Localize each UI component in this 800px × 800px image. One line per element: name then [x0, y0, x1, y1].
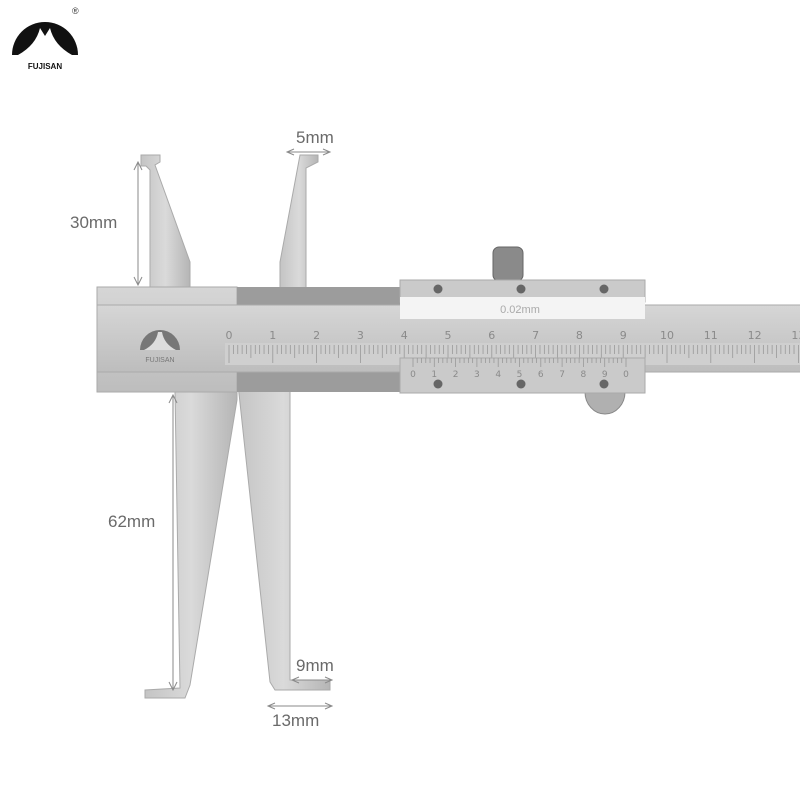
- main-scale-number: 2: [313, 329, 320, 342]
- lower-tip-inner-label: 9mm: [296, 656, 334, 675]
- vernier-number: 1: [431, 370, 437, 380]
- vernier-ticks: [412, 358, 627, 367]
- main-scale-number: 3: [357, 329, 364, 342]
- vernier-number: 5: [517, 370, 523, 380]
- body-logo-text: FUJISAN: [145, 357, 174, 364]
- main-scale-ticks: [228, 345, 799, 363]
- thumbscrew[interactable]: [492, 246, 524, 282]
- main-scale-number: 7: [532, 329, 539, 342]
- vernier-number: 0: [410, 370, 416, 380]
- upper-movable-jaw: [279, 154, 319, 291]
- fine-adjust-roller[interactable]: [584, 391, 626, 415]
- brand-logo-text: FUJISAN: [28, 62, 62, 71]
- body-logo: FUJISAN: [140, 330, 180, 364]
- upper-tip-width-label: 5mm: [296, 128, 334, 147]
- lower-tip-outer-label: 13mm: [272, 711, 319, 730]
- vernier-number: 2: [453, 370, 459, 380]
- brand-logo: FUJISAN ®: [12, 6, 79, 71]
- vernier-number: 0: [623, 370, 629, 380]
- vernier-numbers: 0 1 2 3 4 5 6 7 8 9 0: [410, 370, 629, 380]
- lower-movable-jaw: [236, 374, 331, 691]
- main-scale-number: 4: [401, 329, 408, 342]
- vernier-number: 6: [538, 370, 544, 380]
- lower-jaw-length-label: 62mm: [108, 512, 155, 531]
- main-scale-number: 12: [748, 329, 762, 342]
- resolution-label: 0.02mm: [500, 304, 540, 316]
- main-scale-numbers: 012345678910111213: [226, 329, 800, 342]
- main-scale-number: 5: [445, 329, 452, 342]
- registered-mark: ®: [72, 6, 79, 16]
- main-scale-number: 13: [791, 329, 800, 342]
- dimension-lines: [133, 148, 334, 710]
- vernier-number: 3: [474, 370, 480, 380]
- main-scale-number: 9: [620, 329, 627, 342]
- vernier-number: 9: [602, 370, 608, 380]
- vernier-number: 8: [581, 370, 587, 380]
- main-scale-number: 10: [660, 329, 674, 342]
- main-scale-number: 0: [226, 329, 233, 342]
- vernier-slider[interactable]: 0.02mm 0 1 2 3 4 5 6 7 8 9 0: [399, 279, 646, 394]
- upper-fixed-jaw: [140, 154, 191, 291]
- lower-fixed-jaw: [144, 391, 238, 699]
- main-scale-number: 8: [576, 329, 583, 342]
- vernier-number: 4: [495, 370, 501, 380]
- slider-screws: [433, 284, 609, 389]
- main-scale-number: 11: [704, 329, 718, 342]
- upper-jaw-length-label: 30mm: [70, 213, 117, 232]
- main-scale-number: 1: [269, 329, 276, 342]
- main-scale-number: 6: [488, 329, 495, 342]
- vernier-number: 7: [559, 370, 565, 380]
